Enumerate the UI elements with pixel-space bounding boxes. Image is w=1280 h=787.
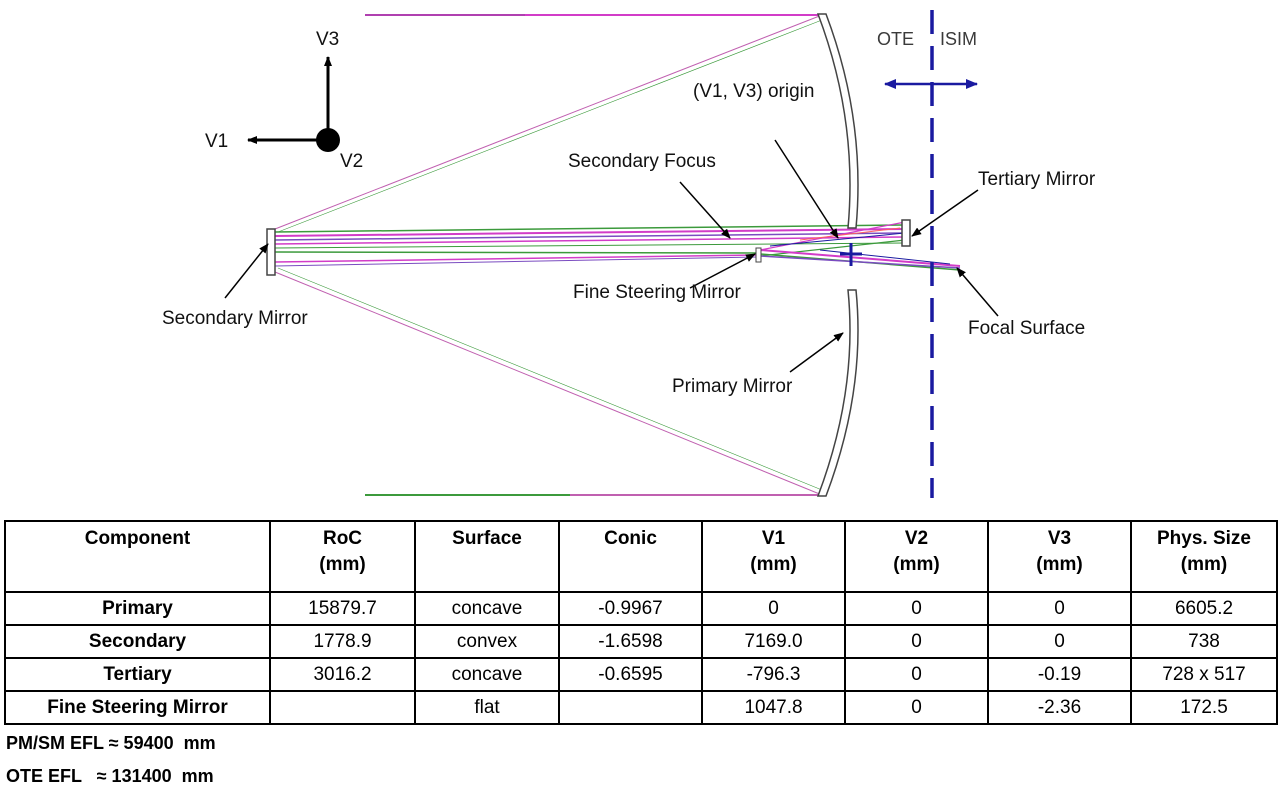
cell-phys-size: 172.5 [1130, 690, 1278, 725]
isim-label: ISIM [940, 29, 977, 49]
cell-component: Tertiary [4, 657, 271, 692]
cell-v2: 0 [844, 591, 989, 626]
primary-mirror-shape [816, 13, 859, 497]
secondary-focus-label: Secondary Focus [568, 151, 716, 172]
cell-v1: 0 [701, 591, 846, 626]
header-v3: V3(mm) [987, 520, 1132, 593]
table-row: Fine Steering Mirror flat 1047.8 0 -2.36… [4, 690, 1278, 725]
cell-v3: -2.36 [987, 690, 1132, 725]
cell-conic [558, 690, 703, 725]
cell-phys-size: 6605.2 [1130, 591, 1278, 626]
header-conic: Conic [558, 520, 703, 593]
cell-v1: 7169.0 [701, 624, 846, 659]
cell-roc [269, 690, 416, 725]
table-row: Secondary 1778.9 convex -1.6598 7169.0 0… [4, 624, 1278, 659]
cell-v3: -0.19 [987, 657, 1132, 692]
header-component: Component [4, 520, 271, 593]
incoming-rays [365, 14, 822, 496]
cell-component: Fine Steering Mirror [4, 690, 271, 725]
cell-component: Primary [4, 591, 271, 626]
cell-phys-size: 728 x 517 [1130, 657, 1278, 692]
table-row: Primary 15879.7 concave -0.9967 0 0 0 66… [4, 591, 1278, 626]
pm-sm-efl-note: PM/SM EFL ≈ 59400 mm [6, 733, 216, 753]
cell-roc: 15879.7 [269, 591, 416, 626]
cell-v2: 0 [844, 657, 989, 692]
optical-layout-diagram: OTE ISIM V3 V1 V2 (V1, V3) origin Second… [162, 10, 1096, 498]
v1-axis-label: V1 [205, 131, 228, 152]
ote-label: OTE [877, 29, 914, 49]
header-surface: Surface [414, 520, 560, 593]
header-roc: RoC(mm) [269, 520, 416, 593]
secondary-mirror-shape [266, 228, 276, 276]
cell-phys-size: 738 [1130, 624, 1278, 659]
table-header-row: Component RoC(mm) Surface Conic V1(mm) V… [4, 520, 1278, 593]
coordinate-axes: V3 V1 V2 [205, 29, 363, 172]
header-phys-size: Phys. Size(mm) [1130, 520, 1278, 593]
callout-arrows [224, 139, 999, 373]
cell-roc: 3016.2 [269, 657, 416, 692]
header-v2: V2(mm) [844, 520, 989, 593]
ote-efl-note: OTE EFL ≈ 131400 mm [6, 766, 214, 786]
tertiary-mirror-label: Tertiary Mirror [978, 169, 1096, 190]
cell-conic: -0.6595 [558, 657, 703, 692]
cell-surface: concave [414, 591, 560, 626]
v3-axis-label: V3 [316, 29, 339, 50]
cell-surface: flat [414, 690, 560, 725]
cell-component: Secondary [4, 624, 271, 659]
mirror-specification-table: Component RoC(mm) Surface Conic V1(mm) V… [4, 520, 1278, 725]
fine-steering-mirror-label: Fine Steering Mirror [573, 282, 742, 303]
cell-v2: 0 [844, 624, 989, 659]
secondary-mirror-label: Secondary Mirror [162, 308, 308, 329]
ray-bundle [274, 221, 961, 271]
cell-surface: convex [414, 624, 560, 659]
cell-v1: -796.3 [701, 657, 846, 692]
cell-roc: 1778.9 [269, 624, 416, 659]
header-v1: V1(mm) [701, 520, 846, 593]
fine-steering-mirror-shape [755, 247, 762, 263]
tertiary-mirror-shape [901, 219, 911, 247]
v2-axis-label: V2 [340, 151, 363, 172]
table-row: Tertiary 3016.2 concave -0.6595 -796.3 0… [4, 657, 1278, 692]
cell-v3: 0 [987, 591, 1132, 626]
cell-conic: -1.6598 [558, 624, 703, 659]
cell-conic: -0.9967 [558, 591, 703, 626]
cell-surface: concave [414, 657, 560, 692]
light-cone [274, 14, 823, 496]
cell-v3: 0 [987, 624, 1132, 659]
cell-v2: 0 [844, 690, 989, 725]
cell-v1: 1047.8 [701, 690, 846, 725]
focal-surface-label: Focal Surface [968, 318, 1085, 339]
primary-mirror-label: Primary Mirror [672, 376, 793, 397]
origin-label: (V1, V3) origin [693, 81, 814, 102]
origin-marker [840, 243, 862, 266]
